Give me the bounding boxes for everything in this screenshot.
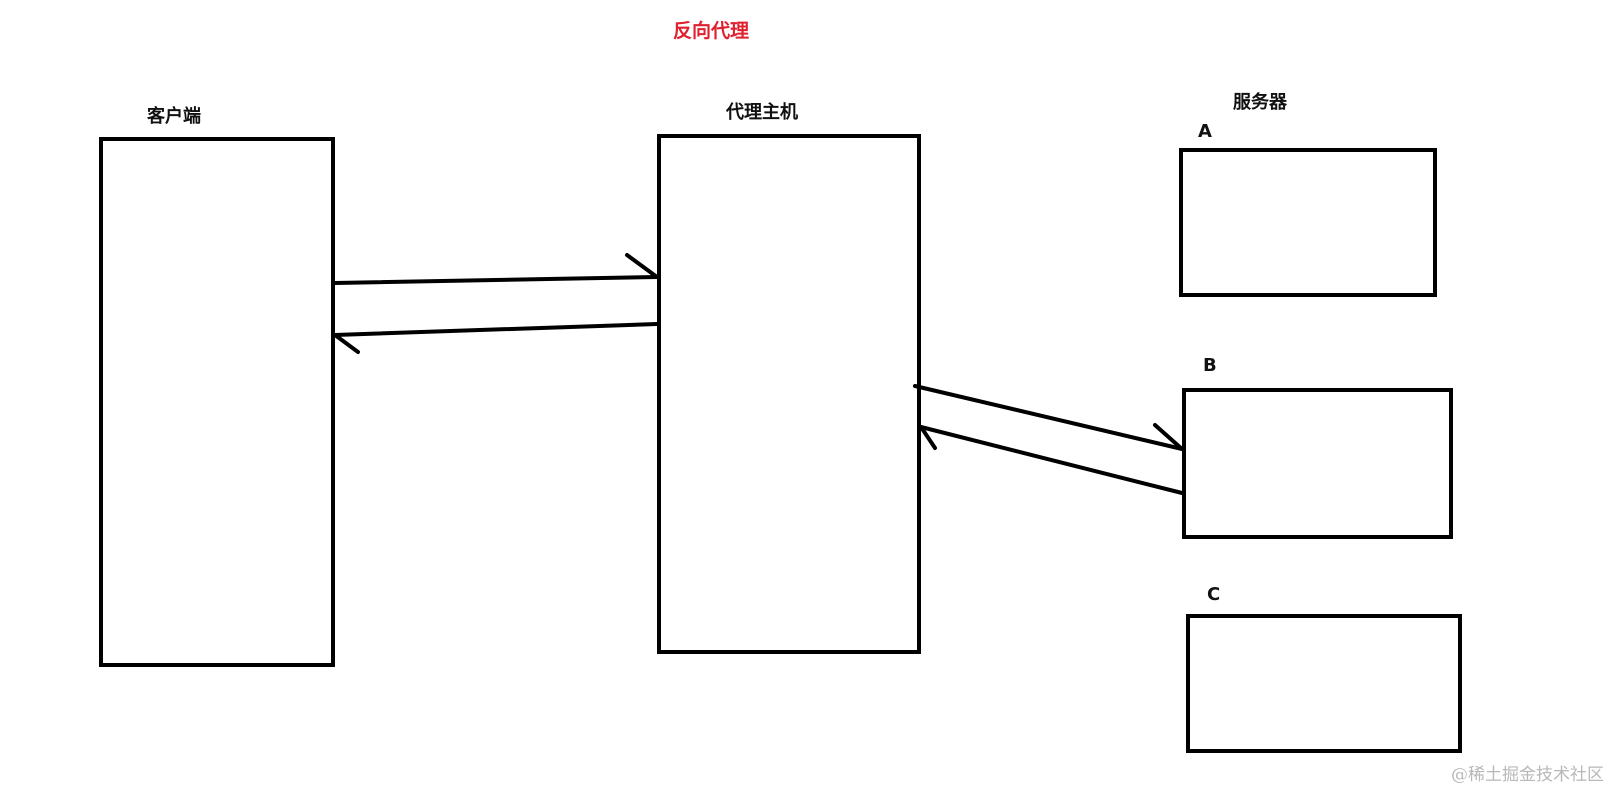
client-label: 客户端 [147,106,201,127]
server-a-box [1179,148,1437,297]
server-b-label: B [1203,355,1217,376]
arrowhead-icon [333,333,360,354]
diagram-title: 反向代理 [673,20,750,42]
arrowhead-icon [919,425,937,450]
server-c-label: C [1207,584,1221,605]
server-a-label: A [1198,121,1212,142]
proxy-box [657,134,921,654]
arrow-client-to-proxy [333,275,659,285]
servers-group-label: 服务器 [1233,92,1287,113]
arrowhead-icon [625,253,659,279]
arrow-server-b-to-proxy [919,425,1184,495]
server-b-box [1182,388,1453,539]
watermark: @稀土掘金技术社区 [1451,765,1604,785]
arrow-proxy-to-server-b [913,384,1184,451]
arrow-proxy-to-client [333,322,659,337]
proxy-label: 代理主机 [726,102,798,123]
server-c-box [1186,614,1462,753]
arrowhead-icon [1153,423,1184,451]
client-box [99,137,335,667]
